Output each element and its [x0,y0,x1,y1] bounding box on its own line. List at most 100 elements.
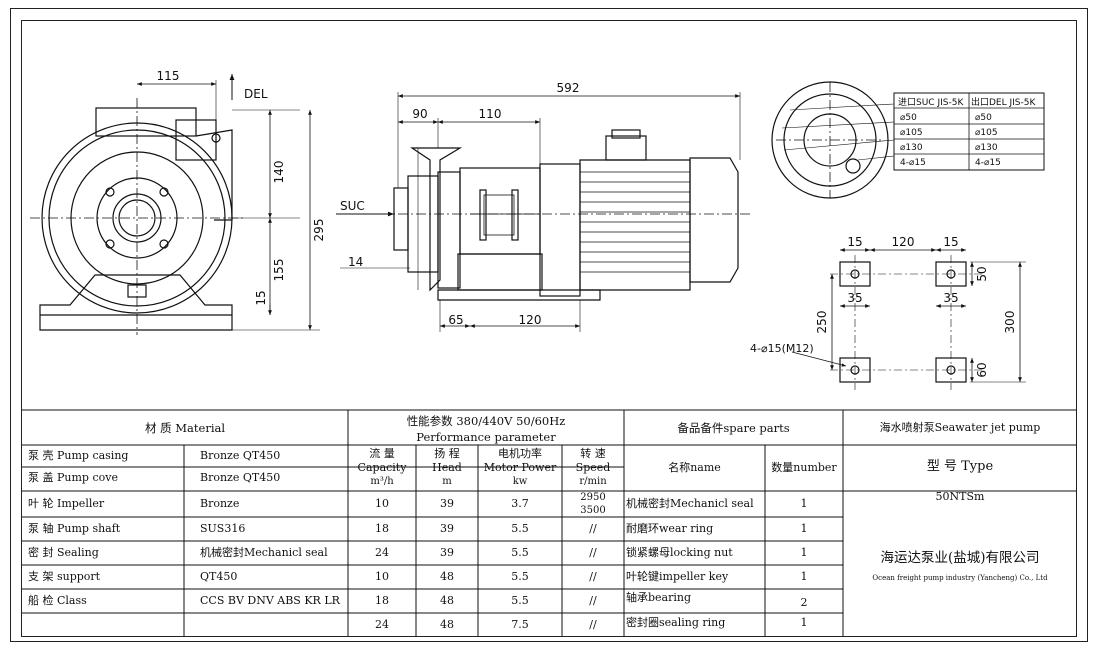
material-part: 泵 壳 Pump casing [28,449,129,462]
spare-qty: 2 [800,596,808,609]
dim-35b: 35 [943,291,958,305]
dim-592: 592 [557,81,580,95]
flange-cell: 4-⌀15 [900,158,926,168]
del-label: DEL [244,87,268,101]
company-name-en: Ocean freight pump industry (Yancheng) C… [872,574,1048,582]
dim-120-side: 120 [519,313,542,327]
perf-head: 39 [440,546,454,559]
spares-col-qty: 数量number [771,461,837,474]
col-head-cn: 扬 程 [434,447,460,460]
perf-speed-a: 2950 [580,492,606,503]
material-value: Bronze [200,497,240,510]
perf-speed: // [589,594,597,607]
flange-header-suc: 进口SUC JIS-5K [898,97,964,108]
material-value: Bronze QT450 [200,449,281,462]
material-value: 机械密封Mechanicl seal [200,546,328,559]
perf-power: 3.7 [511,497,529,510]
col-speed-unit: r/min [579,476,607,487]
spare-qty: 1 [800,616,808,629]
spare-qty: 1 [800,497,808,510]
material-value: CCS BV DNV ABS KR LR [200,594,340,607]
col-power-cn: 电机功率 [498,447,542,460]
perf-head: 39 [440,522,454,535]
perf-head: 48 [440,570,454,583]
dim-115: 115 [157,69,180,83]
perf-speed: // [589,618,597,631]
perf-speed: // [589,546,597,559]
pump-drawing: 115 DEL 140 295 155 15 592 90 110 SUC 14… [30,69,1045,390]
flange-header-del: 出口DEL JIS-5K [971,96,1036,108]
performance-title: 性能参数 380/440V 50/60Hz [406,414,566,428]
spare-name: 耐磨环wear ring [626,522,714,535]
material-value: SUS316 [200,522,246,535]
dim-15-front: 15 [254,290,268,305]
col-power-unit: kw [512,476,528,487]
model-label: 型 号 Type [926,459,994,474]
performance-subtitle: Performance parameter [416,430,556,444]
spare-name: 密封圈sealing ring [626,616,726,629]
dim-60: 60 [975,362,989,377]
perf-power: 5.5 [511,522,529,535]
flange-cell: 4-⌀15 [975,158,1001,168]
perf-capacity: 24 [375,546,389,559]
company-name-cn: 海运达泵业(盐城)有限公司 [880,550,1040,566]
flange-cell: ⌀50 [900,113,917,123]
spare-name: 轴承bearing [626,591,692,604]
flange-cell: ⌀50 [975,113,992,123]
col-head-unit: m [442,476,452,487]
outer-border [10,8,1088,642]
material-part: 支 架 support [28,570,101,583]
spare-qty: 1 [800,522,808,535]
spare-name: 叶轮键impeller key [626,570,729,583]
inner-border [21,20,1077,637]
perf-power: 5.5 [511,570,529,583]
flange-cell: ⌀105 [900,128,923,138]
material-part: 叶 轮 Impeller [28,497,105,510]
model-value: 50NTSm [935,490,985,503]
spare-name: 锁紧螺母locking nut [626,546,733,559]
dim-14: 14 [348,255,363,269]
perf-power: 5.5 [511,594,529,607]
spare-qty: 1 [800,546,808,559]
perf-capacity: 10 [375,570,389,583]
perf-speed-b: 3500 [580,505,606,516]
dim-90: 90 [412,107,427,121]
dim-155: 155 [272,259,286,282]
dim-50: 50 [975,266,989,281]
perf-capacity: 18 [375,522,389,535]
materials-header: 材 质 Material [144,421,226,435]
spares-col-name: 名称name [668,461,721,474]
col-speed-en: Speed [575,461,611,474]
dim-15a: 15 [847,235,862,249]
perf-speed: // [589,570,597,583]
flange-cell: ⌀105 [975,128,998,138]
dim-295: 295 [312,219,326,242]
dim-110: 110 [479,107,502,121]
dim-15b: 15 [943,235,958,249]
col-speed-cn: 转 速 [580,447,606,460]
col-power-en: Motor Power [483,461,557,474]
material-value: QT450 [200,570,238,583]
flange-cell: ⌀130 [975,143,998,153]
perf-power: 5.5 [511,546,529,559]
perf-speed: // [589,522,597,535]
dim-35a: 35 [847,291,862,305]
spare-qty: 1 [800,570,808,583]
col-capacity-en: Capacity [357,461,407,474]
col-head-en: Head [432,461,462,474]
suc-label: SUC [340,199,365,213]
dim-120-foot: 120 [892,235,915,249]
material-part: 密 封 Sealing [28,546,99,559]
side-view [336,92,750,332]
material-part: 泵 盖 Pump cove [28,471,118,484]
foot-view [791,248,1026,390]
dim-300: 300 [1003,311,1017,334]
perf-head: 39 [440,497,454,510]
perf-capacity: 10 [375,497,389,510]
dim-65: 65 [448,313,463,327]
hole-label: 4-⌀15(M12) [750,342,814,355]
perf-capacity: 18 [375,594,389,607]
material-part: 泵 轴 Pump shaft [28,522,121,535]
